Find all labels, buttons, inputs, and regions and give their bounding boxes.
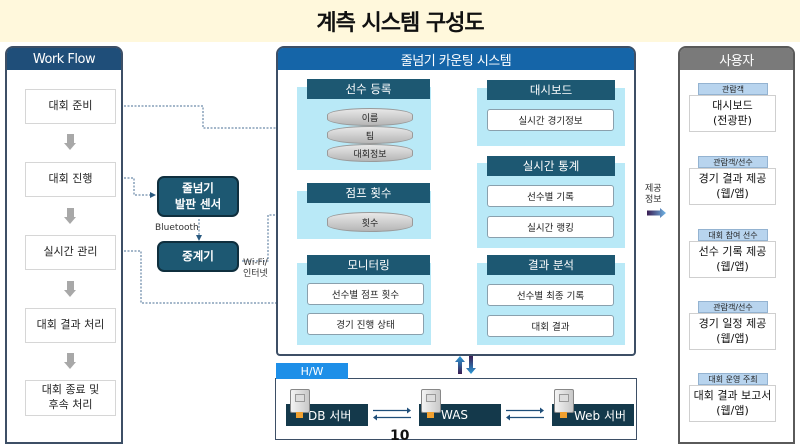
was-server-label: WAS	[441, 408, 469, 422]
dashboard-item-live-info: 실시간 경기정보	[487, 109, 614, 131]
workflow-step-progress: 대회 진행	[25, 162, 116, 197]
plug-icon	[296, 412, 303, 418]
group-monitoring-title: 모니터링	[307, 255, 430, 275]
bidirectional-arrow-icon	[373, 407, 411, 421]
user-tag: 대회 참여 선수	[698, 229, 768, 241]
disk-event-info: 대회정보	[327, 144, 413, 162]
user-dashboard: 대시보드 (전광판)	[689, 95, 776, 132]
user-player-record: 선수 기록 제공 (웹/앱)	[689, 241, 776, 278]
plug-icon	[560, 412, 567, 418]
up-down-arrow-icon	[455, 356, 476, 374]
right-arrow-icon	[647, 208, 666, 218]
analysis-item-final-record: 선수별 최종 기록	[487, 284, 614, 306]
web-server-label: Web 서버	[574, 408, 627, 423]
users-header: 사용자	[680, 48, 793, 70]
user-tag: 관람객/선수	[698, 156, 768, 168]
down-arrow-icon	[64, 353, 77, 369]
user-tag: 관람객/선수	[698, 301, 768, 313]
monitoring-item-status: 경기 진행 상태	[307, 313, 424, 335]
group-dashboard-title: 대시보드	[487, 80, 615, 100]
workflow-step-result: 대회 결과 처리	[25, 308, 116, 343]
group-analysis-title: 결과 분석	[487, 255, 615, 275]
title-bar: 계측 시스템 구성도	[0, 0, 800, 42]
stats-item-player-record: 선수별 기록	[487, 185, 614, 207]
hardware-tab: H/W	[276, 363, 348, 379]
stats-item-live-ranking: 실시간 랭킹	[487, 216, 614, 238]
group-jump-count-title: 점프 횟수	[307, 183, 430, 203]
server-icon	[290, 389, 310, 413]
page-title: 계측 시스템 구성도	[316, 11, 484, 36]
workflow-step-live-manage: 실시간 관리	[25, 235, 116, 270]
group-live-stats-title: 실시간 통계	[487, 156, 615, 176]
connector-prepare-to-registration	[110, 105, 299, 131]
provide-info-label: 제공 정보	[645, 184, 662, 206]
user-tag: 관람객	[698, 83, 768, 95]
monitoring-item-jump-count: 선수별 점프 횟수	[307, 283, 424, 305]
system-header: 줄넘기 카운팅 시스템	[278, 48, 634, 70]
db-server-label: DB 서버	[308, 408, 352, 423]
disk-count: 횟수	[327, 212, 413, 232]
user-tag: 대회 운영 주최	[698, 373, 768, 385]
wifi-label: Wi-Fi/ 인터넷	[243, 258, 268, 280]
page-number: 10	[390, 428, 410, 444]
jump-rope-sensor: 줄넘기 발판 센서	[157, 176, 239, 217]
user-game-result: 경기 결과 제공 (웹/앱)	[689, 168, 776, 205]
relay-device: 중계기	[157, 241, 239, 272]
bidirectional-arrow-icon	[506, 407, 544, 421]
bluetooth-label: Bluetooth	[155, 223, 199, 233]
user-result-report: 대회 결과 보고서 (웹/앱)	[689, 385, 776, 422]
workflow-step-prepare: 대회 준비	[25, 89, 116, 124]
user-game-schedule: 경기 일정 제공 (웹/앱)	[689, 313, 776, 350]
connector-relay-to-jump	[242, 212, 299, 262]
down-arrow-icon	[64, 281, 77, 297]
disk-team: 팀	[327, 126, 413, 144]
workflow-panel: Work Flow 대회 준비 대회 진행 실시간 관리 대회 결과 처리 대회…	[5, 46, 123, 444]
workflow-step-close: 대회 종료 및 후속 처리	[25, 380, 116, 416]
workflow-header: Work Flow	[7, 48, 121, 70]
group-registration-title: 선수 등록	[307, 79, 430, 99]
server-icon	[554, 389, 574, 413]
analysis-item-event-result: 대회 결과	[487, 315, 614, 337]
server-icon	[421, 389, 441, 413]
disk-name: 이름	[327, 108, 413, 126]
plug-icon	[427, 412, 434, 418]
down-arrow-icon	[64, 208, 77, 224]
connector-manage-to-monitoring	[110, 250, 299, 306]
down-arrow-icon	[64, 134, 77, 150]
